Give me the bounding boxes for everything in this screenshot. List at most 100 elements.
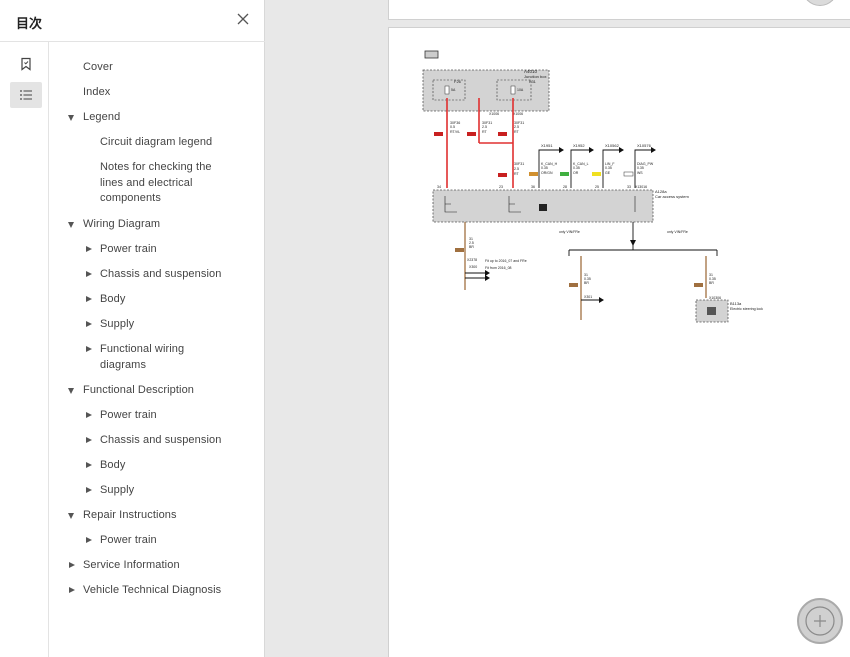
fuse-right-label: F31 [529, 79, 537, 84]
pin-4: 28 [563, 185, 567, 189]
toc-item[interactable]: Power train [100, 534, 157, 546]
bus-wire-3-color: GE [605, 171, 611, 175]
bus-wire-4-color: WS [637, 171, 643, 175]
expand-arrow-icon[interactable] [69, 587, 75, 593]
wire-mid-tag [498, 173, 507, 177]
sidebar-rail [0, 42, 49, 657]
ground-right-color: BR [709, 281, 714, 285]
bookmark-button[interactable] [10, 51, 42, 77]
wire-3-size: 2.5 [514, 125, 519, 129]
zoom-button[interactable] [797, 598, 843, 644]
pin-3: 36 [531, 185, 535, 189]
pin-5: 25 [595, 185, 599, 189]
ground-left-note-b: Fit from 2016_08 [485, 266, 512, 270]
toc-item[interactable]: Cover [83, 61, 113, 73]
expand-arrow-icon[interactable] [86, 271, 92, 277]
expand-arrow-icon[interactable] [86, 296, 92, 302]
wire-3-code: 30F31 [514, 121, 524, 125]
collapse-arrow-icon[interactable] [68, 513, 74, 519]
expand-arrow-icon[interactable] [86, 437, 92, 443]
document-viewer[interactable]: A4010 Junction box F26 F31 5A 10A X1006 … [265, 0, 850, 657]
bus-wire-3-size: 0.35 [605, 166, 612, 170]
toc-item[interactable]: Vehicle Technical Diagnosis [83, 584, 222, 596]
toc-list-icon [20, 90, 32, 100]
toc-item[interactable]: Service Information [83, 559, 180, 571]
expand-arrow-icon[interactable] [86, 321, 92, 327]
ecu-id: A128a [655, 189, 667, 194]
expand-arrow-icon[interactable] [86, 412, 92, 418]
collapse-arrow-icon[interactable] [68, 115, 74, 121]
bus-wire-1-code: K_CAN_H [541, 162, 558, 166]
wire-1-size: 0.5 [450, 125, 455, 129]
expand-arrow-icon[interactable] [86, 462, 92, 468]
wire-mid-code: 30F31 [514, 162, 524, 166]
bus-connector-1: X1951 [541, 143, 553, 148]
bus-wire-2-size: 0.35 [573, 166, 580, 170]
wire-2-tag [467, 132, 476, 136]
toc-item[interactable]: Notes for checking the lines and electri… [100, 161, 212, 204]
collapse-arrow-icon[interactable] [68, 222, 74, 228]
bus-wire-2-code: K_CAN_L [573, 162, 589, 166]
ground-left-color: BR [469, 245, 474, 249]
toc-list-button[interactable] [10, 82, 42, 108]
expand-arrow-icon[interactable] [69, 562, 75, 568]
bus-arrows [559, 147, 656, 153]
device-id: B113a [730, 301, 742, 306]
wire-mid-size: 2.5 [514, 167, 519, 171]
toc-item[interactable]: Chassis and suspension [100, 268, 222, 280]
wiring-diagram: A4010 Junction box F26 F31 5A 10A X1006 … [422, 50, 763, 323]
wire-1-tag [434, 132, 443, 136]
expand-arrow-icon[interactable] [86, 246, 92, 252]
ecu-connector: X13016 [635, 185, 647, 189]
fuse-left-label: F26 [454, 79, 462, 84]
fuse-right [510, 85, 516, 95]
bus-wire-1-color: OR/GN [541, 171, 553, 175]
toc-item[interactable]: Supply [100, 484, 135, 496]
toc-item[interactable]: Body [100, 293, 126, 305]
expand-arrow-icon[interactable] [86, 537, 92, 543]
toc-item[interactable]: Power train [100, 409, 157, 421]
junction-box-id: A4010 [524, 69, 538, 74]
toc-item[interactable]: Functional Description [83, 384, 195, 396]
wire-2-size: 2.5 [482, 125, 487, 129]
wiring-diagram-page: A4010 Junction box F26 F31 5A 10A X1006 … [388, 27, 850, 657]
zoom-icon [805, 606, 835, 636]
toc-item[interactable]: Chassis and suspension [100, 434, 222, 446]
close-icon[interactable] [235, 11, 251, 27]
ground-left-size: 2.5 [469, 241, 474, 245]
toc-item[interactable]: Repair Instructions [83, 509, 177, 521]
top-connector-label-2: X1006 [513, 112, 523, 116]
ecu-symbol-icon [539, 204, 547, 211]
toc-item[interactable]: Wiring Diagram [83, 218, 161, 230]
sidebar-title: 目次 [16, 16, 43, 31]
wire-3-color: RT [514, 130, 520, 134]
expand-arrow-icon[interactable] [86, 487, 92, 493]
toc-item[interactable]: Index [83, 86, 111, 98]
only-label-a: only VIN/FRe [559, 230, 580, 234]
fuse-right-value: 10A [517, 88, 524, 92]
expand-arrow-icon[interactable] [86, 346, 92, 352]
toc-item[interactable]: Supply [100, 318, 135, 330]
bus-wire-3-code: LIN_F [605, 162, 615, 166]
fuse-right-box [496, 79, 532, 101]
toc-item[interactable]: Functional wiring diagrams [100, 343, 185, 371]
ground-right-size: 0.35 [709, 277, 716, 281]
toc-item[interactable]: Power train [100, 243, 157, 255]
device-name: Electric steering lock [730, 307, 763, 311]
branch-lines [465, 222, 718, 301]
ground-mid-tag [569, 283, 578, 287]
ground-mid-color: BR [584, 281, 589, 285]
toc-item[interactable]: Circuit diagram legend [100, 136, 213, 148]
ecu-name: Car access system [655, 194, 689, 199]
only-label-b: only VIN/FRe [667, 230, 688, 234]
fuse-left-box [432, 79, 466, 101]
junction-box [422, 69, 550, 112]
wire-2-code: 30F31 [482, 121, 492, 125]
bookmark-icon [21, 57, 31, 71]
pin-1: 34 [437, 185, 441, 189]
toc-item[interactable]: Legend [83, 111, 121, 123]
collapse-arrow-icon[interactable] [68, 388, 74, 394]
ground-left-connector: X2378 [467, 258, 477, 262]
toc-item[interactable]: Body [100, 459, 126, 471]
